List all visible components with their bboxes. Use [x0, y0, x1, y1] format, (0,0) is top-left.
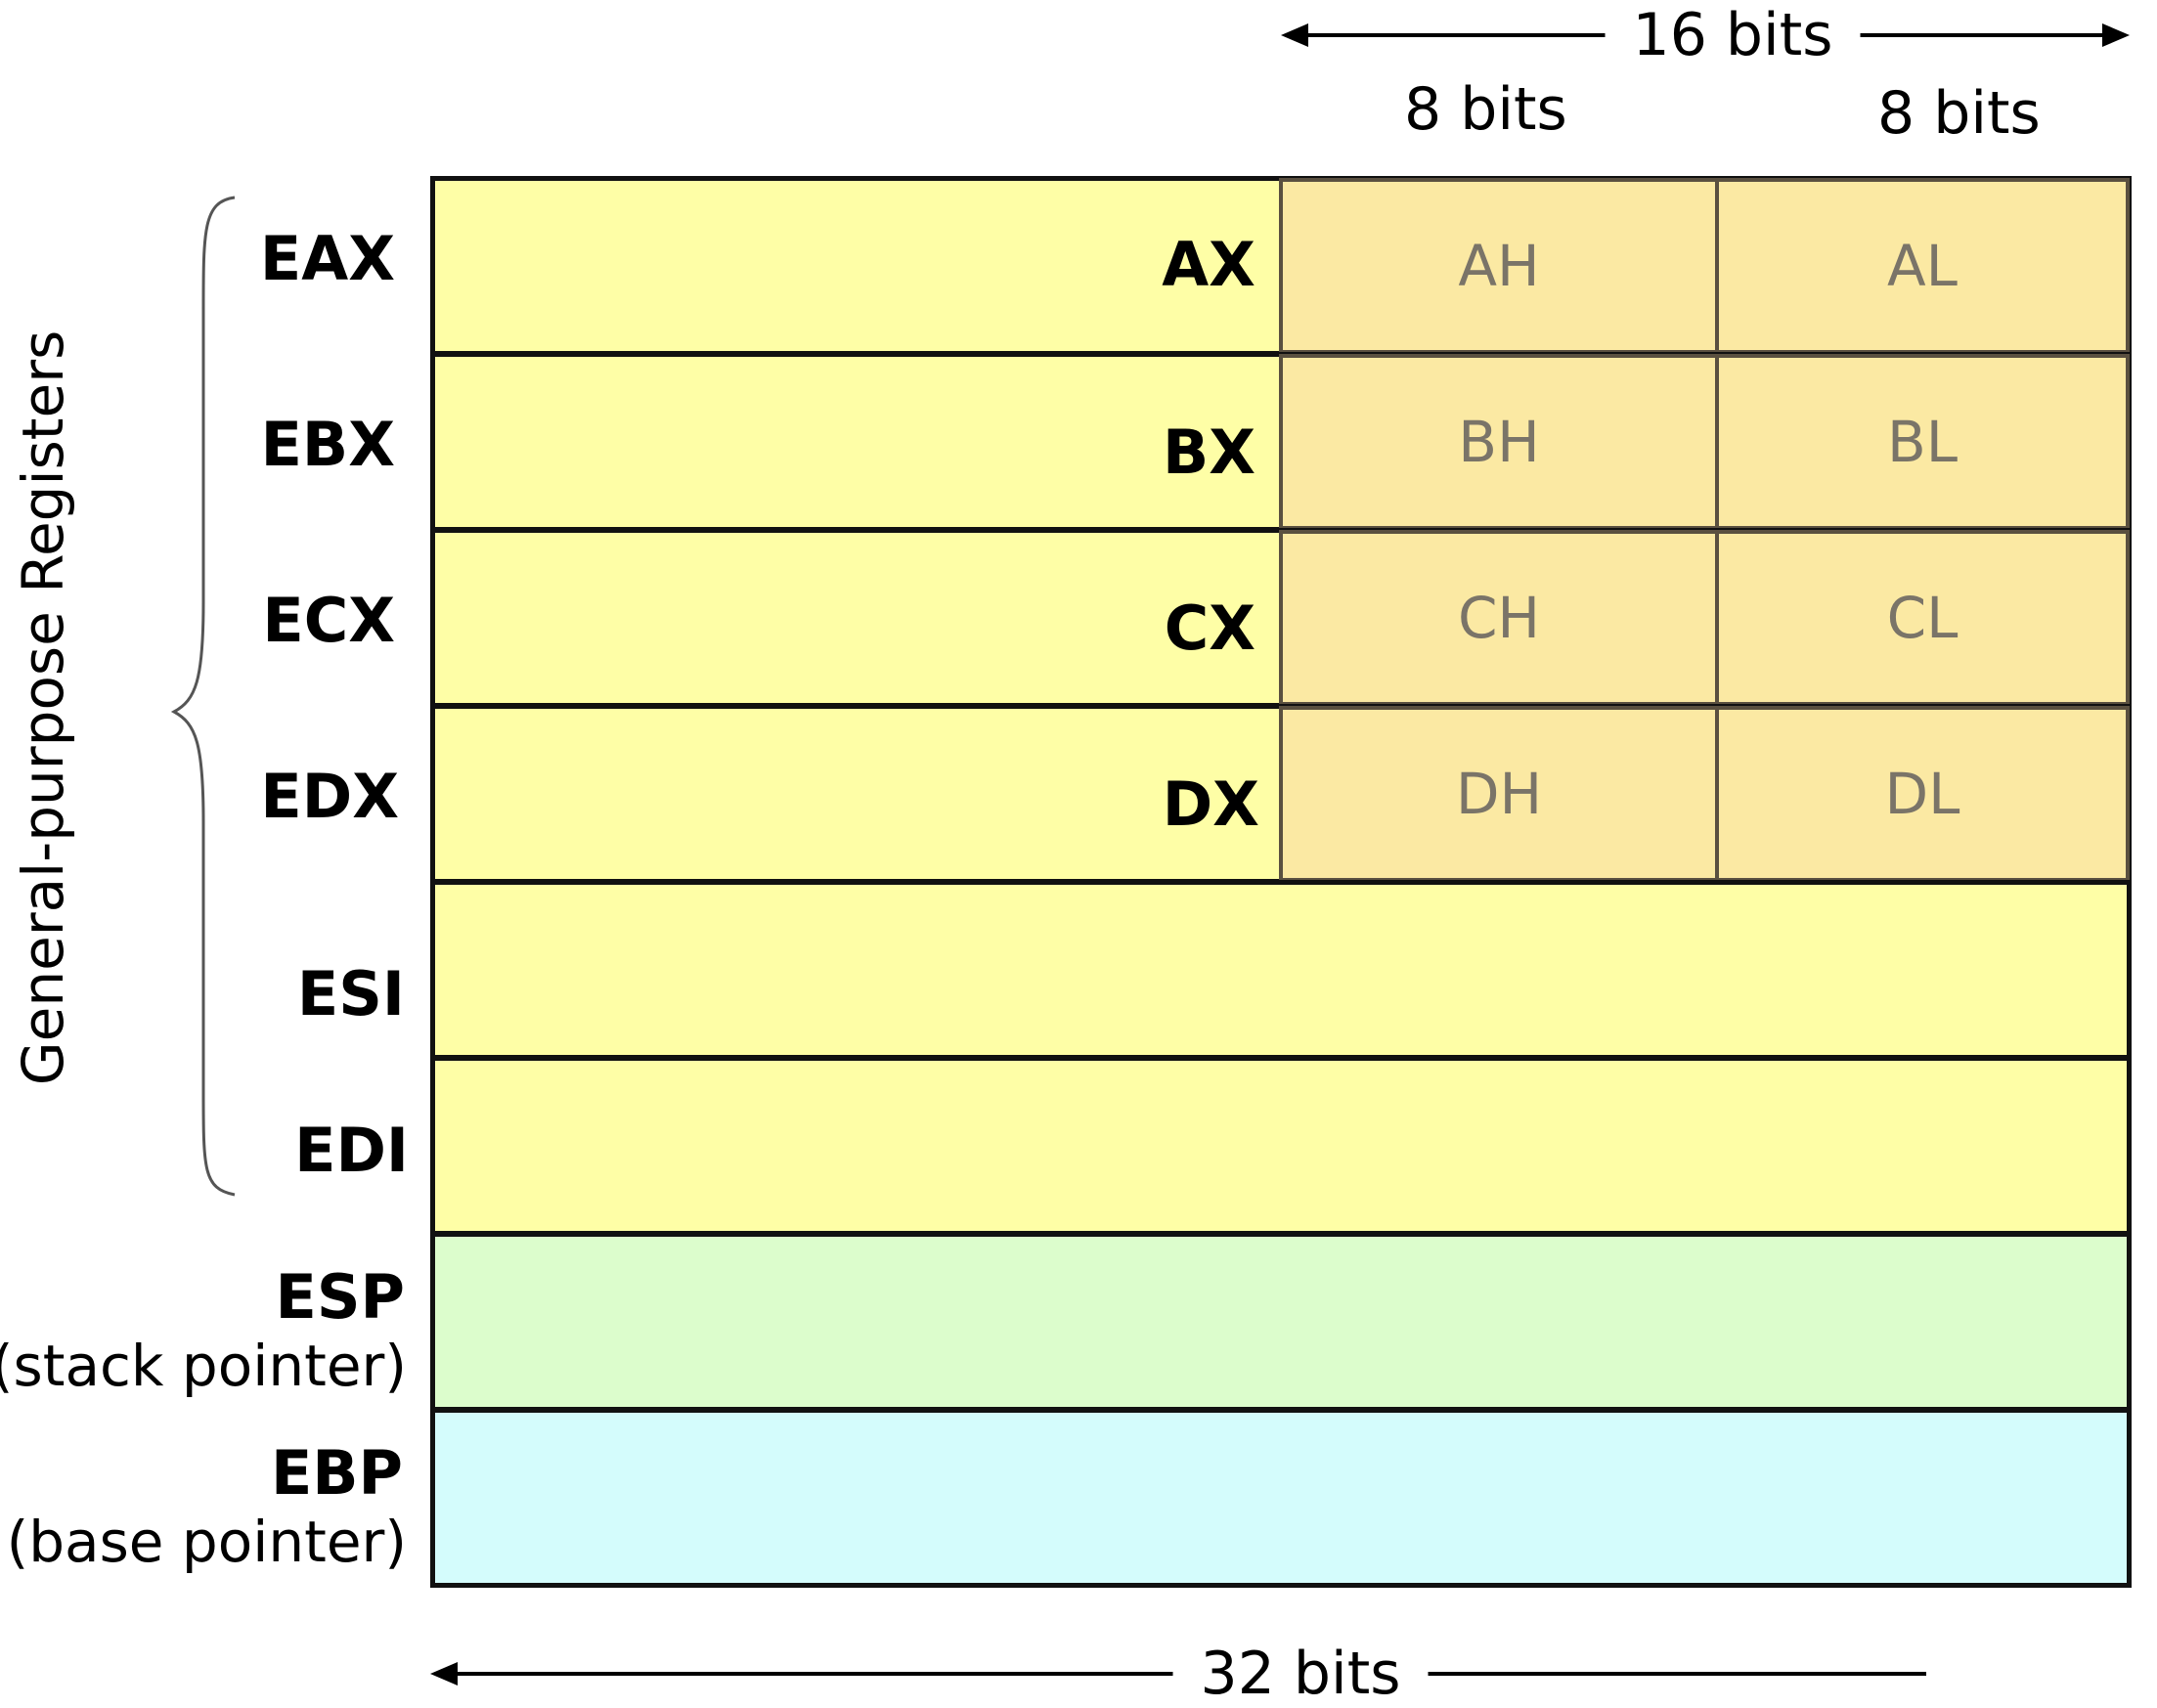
register-desc-ebp: (base pointer) — [6, 1509, 407, 1575]
register-name-ecx: ECX — [262, 585, 395, 656]
general-purpose-label: General-purpose Registers — [10, 329, 76, 1086]
label-8-bits-high: 8 bits — [1404, 75, 1567, 144]
register-edi-row — [430, 1056, 2132, 1236]
register-esi-row — [430, 880, 2132, 1060]
register-sub16-ax: AX — [1162, 229, 1255, 300]
register-name-edx: EDX — [260, 761, 399, 832]
byte-cell-dh: DH — [1279, 706, 1719, 882]
byte-cell-al: AL — [1715, 178, 2130, 354]
byte-cell-ah: AH — [1279, 178, 1719, 354]
byte-cell-ch: CH — [1279, 530, 1719, 706]
curly-brace-icon — [170, 196, 236, 1197]
arrow-right-icon — [2102, 23, 2130, 47]
register-sub16-dx: DX — [1162, 768, 1259, 840]
register-name-ebp: EBP — [270, 1437, 403, 1509]
byte-cell-dl: DL — [1715, 706, 2130, 882]
label-32-bits: 32 bits — [1172, 1644, 1429, 1703]
register-sub16-cx: CX — [1164, 592, 1255, 664]
byte-cell-cl: CL — [1715, 530, 2130, 706]
register-name-edi: EDI — [294, 1115, 409, 1186]
register-ebp-row — [430, 1408, 2132, 1588]
byte-cell-bh: BH — [1279, 354, 1719, 530]
register-name-ebx: EBX — [260, 409, 395, 480]
register-desc-esp: (stack pointer) — [0, 1333, 407, 1399]
arrow-left-icon — [430, 1662, 458, 1686]
byte-cell-bl: BL — [1715, 354, 2130, 530]
label-8-bits-low: 8 bits — [1877, 79, 2041, 148]
register-sub16-bx: BX — [1162, 416, 1255, 488]
register-name-esi: ESI — [296, 958, 405, 1029]
label-16-bits: 16 bits — [1605, 6, 1861, 65]
register-name-eax: EAX — [259, 223, 395, 294]
arrow-left-icon — [1281, 23, 1308, 47]
register-name-esp: ESP — [275, 1261, 405, 1333]
register-esp-row — [430, 1232, 2132, 1412]
